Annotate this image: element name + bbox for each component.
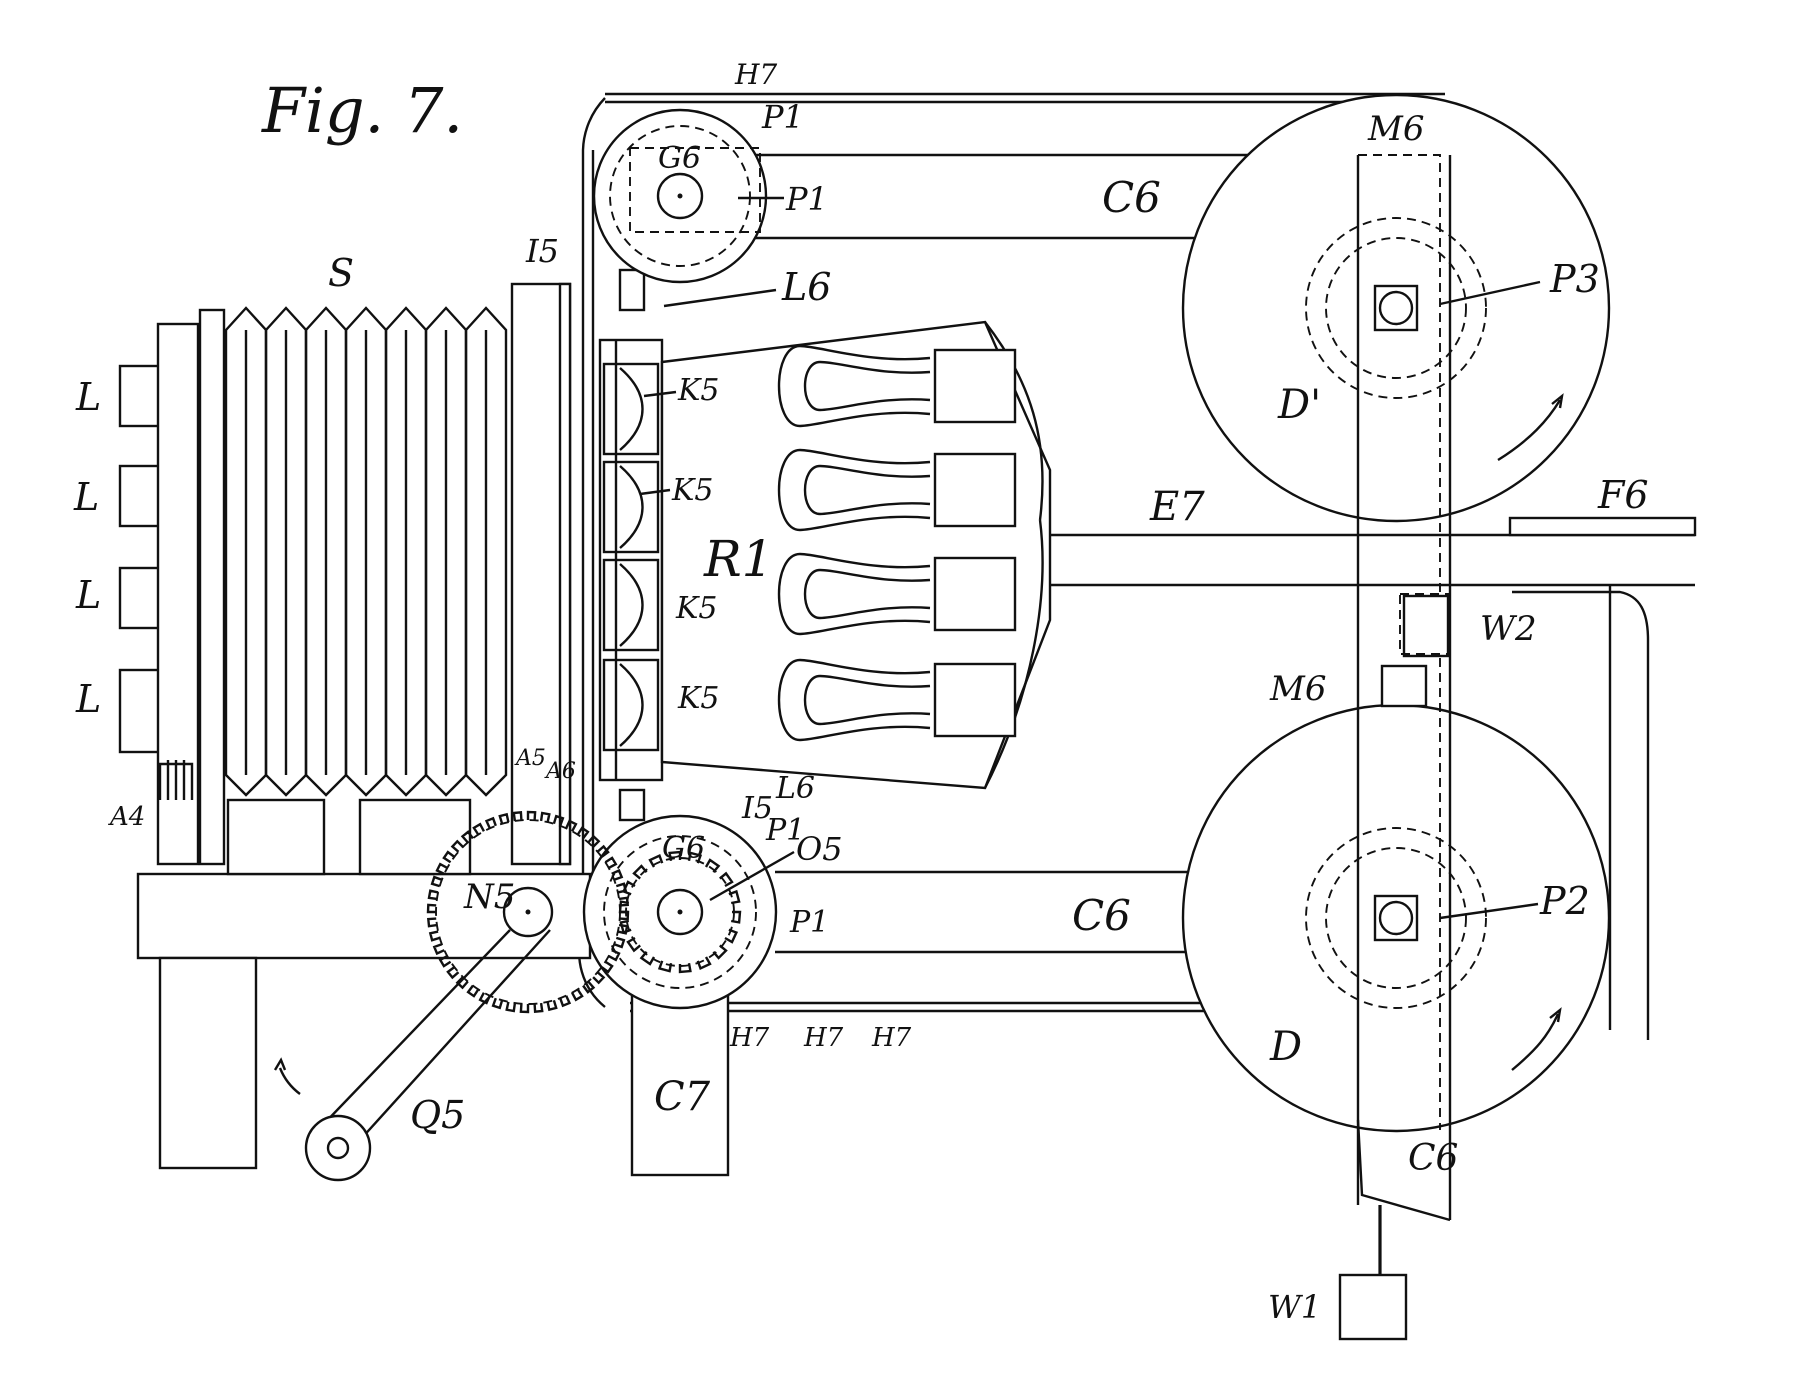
label-D1: D'	[1277, 382, 1321, 428]
lens-cell	[602, 362, 660, 456]
lamp-filament	[803, 568, 931, 620]
label-L4: L	[75, 677, 101, 721]
bellows-pleat	[464, 306, 508, 797]
label-M6-bottom: M6	[1269, 669, 1326, 709]
label-M6-top: M6	[1367, 109, 1424, 149]
reel-lower	[1181, 703, 1611, 1133]
label-H7-c: H7	[871, 1023, 912, 1053]
label-C7: C7	[654, 1074, 711, 1120]
label-L6-top: L6	[781, 265, 831, 309]
label-Q5: Q5	[410, 1093, 465, 1137]
label-I5-bottom: I5	[741, 791, 773, 826]
label-K5-2: K5	[671, 473, 714, 508]
label-G6-bottom: G6	[662, 831, 705, 866]
shelf	[1050, 516, 1697, 1040]
lens-carrier	[602, 320, 1052, 790]
label-P1-b: P1	[785, 180, 828, 218]
label-R1: R1	[703, 530, 773, 588]
label-S: S	[328, 251, 354, 295]
label-P1-d: P1	[789, 905, 829, 940]
crank-gear	[273, 810, 630, 1182]
lamp-filament	[803, 360, 931, 412]
lamp-socket	[933, 452, 1017, 528]
bellows	[224, 306, 508, 797]
label-C6-top: C6	[1102, 173, 1161, 222]
lamp-bulb	[777, 552, 931, 636]
label-F6: F6	[1597, 473, 1649, 517]
figure-title: Fig. 7.	[261, 74, 463, 147]
label-W2: W2	[1480, 609, 1537, 649]
label-H7-a: H7	[729, 1023, 770, 1053]
lamp-socket	[933, 348, 1017, 424]
lens-cell	[602, 658, 660, 752]
lens-curve	[619, 663, 644, 747]
upright	[1338, 154, 1452, 1341]
label-L3: L	[75, 573, 101, 617]
label-A4: A4	[108, 802, 145, 832]
label-H7-top: H7	[734, 58, 777, 91]
sprocket-wheel-top	[592, 108, 768, 284]
lamp-filament	[803, 674, 931, 726]
sprocket-wheel-bottom	[582, 814, 778, 1010]
gate-frame	[510, 268, 664, 866]
label-K5-3: K5	[675, 591, 718, 626]
label-P3: P3	[1549, 257, 1600, 301]
reel-upper	[1181, 93, 1611, 523]
lens-cell	[602, 460, 660, 554]
label-P1-c: P1	[765, 813, 805, 848]
label-D: D	[1269, 1024, 1302, 1070]
leader-lines	[639, 196, 1541, 920]
lens-curve	[619, 563, 644, 647]
lens-curve	[619, 465, 644, 549]
label-N5: N5	[463, 877, 515, 917]
label-P1-a: P1	[761, 98, 804, 136]
label-C6-bottom: C6	[1408, 1138, 1458, 1179]
label-W1: W1	[1268, 1288, 1321, 1326]
lens-curve	[619, 367, 644, 451]
lamp-bulb	[777, 658, 931, 742]
lens-cell	[602, 558, 660, 652]
label-A6: A6	[544, 759, 576, 784]
label-G6-top: G6	[658, 141, 701, 176]
label-E7: E7	[1149, 484, 1205, 530]
label-O5: O5	[796, 830, 843, 868]
label-K5-4: K5	[677, 681, 720, 716]
left-frame	[118, 308, 226, 866]
lamp-filament	[803, 464, 931, 516]
label-L2: L	[73, 475, 99, 519]
reference-labels: S L L L L A4 A5 A6 I5 L6 K5 K5 K5 K5 R1 …	[73, 58, 1649, 1326]
label-A5: A5	[514, 746, 546, 771]
label-H7-b: H7	[803, 1023, 844, 1053]
label-C6-mid: C6	[1072, 891, 1131, 940]
label-L1: L	[75, 375, 101, 419]
label-K5-1: K5	[677, 373, 720, 408]
lamp-socket	[933, 662, 1017, 738]
label-P2: P2	[1539, 879, 1590, 923]
base	[136, 798, 730, 1177]
label-I5-top: I5	[525, 232, 559, 270]
lamp-bulb	[777, 448, 931, 532]
label-L6-bottom: L6	[775, 771, 815, 806]
lamp-socket	[933, 556, 1017, 632]
lamp-bulb	[777, 344, 931, 428]
